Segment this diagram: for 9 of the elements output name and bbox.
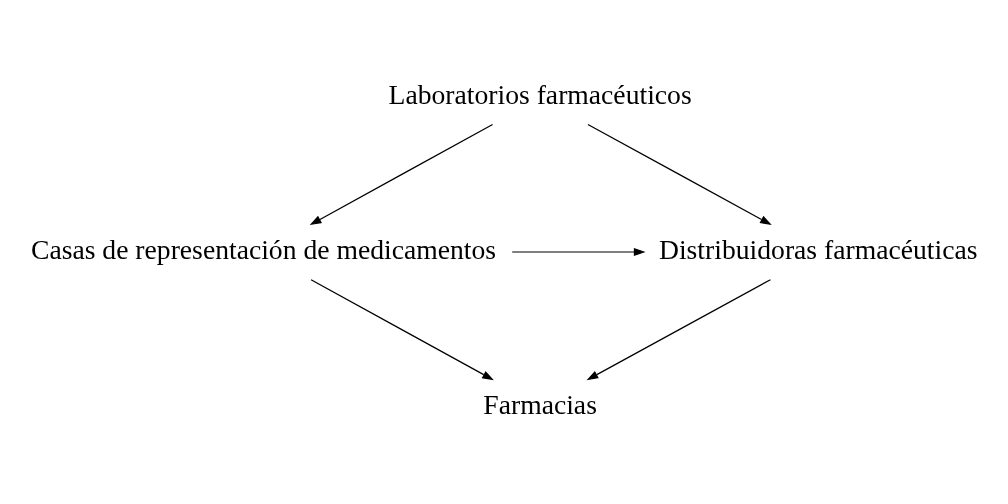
arrow [587, 123, 772, 226]
node-text: Farmacias [483, 388, 597, 420]
arrow [309, 123, 494, 226]
node-text: Casas de representación de medicamentos [30, 233, 497, 265]
node-text: Distribuidoras farmacéuticas [658, 233, 978, 265]
node-text: Laboratorios farmacéuticos [388, 78, 692, 110]
arrow [586, 279, 772, 381]
arrow [511, 247, 646, 257]
arrow [310, 279, 494, 381]
